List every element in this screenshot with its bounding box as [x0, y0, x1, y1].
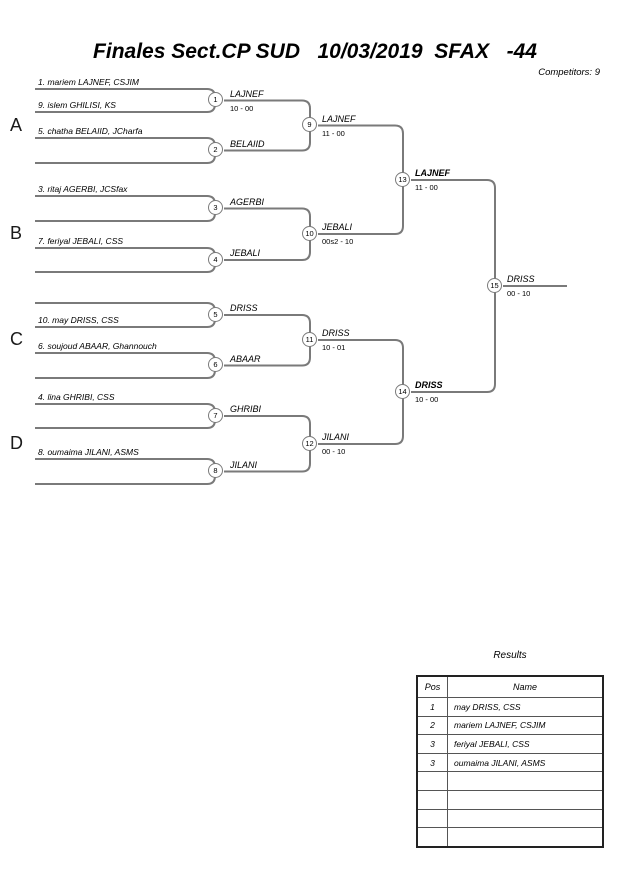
competitor-entry: 7. feriyal JEBALI, CSS	[38, 236, 124, 246]
result-name: mariem LAJNEF, CSJIM	[447, 715, 604, 736]
match-node: 13	[395, 172, 410, 187]
results-row	[416, 789, 604, 810]
match-winner: DRISS	[322, 328, 350, 338]
match-score: 10 - 00	[230, 104, 254, 113]
result-name: feriyal JEBALI, CSS	[447, 734, 604, 754]
match-node: 6	[208, 357, 223, 372]
competitor-entry: 8. oumaima JILANI, ASMS	[38, 447, 139, 457]
match-score: 00 - 10	[507, 289, 531, 298]
match-node: 12	[302, 436, 317, 451]
match-winner: DRISS	[415, 380, 443, 390]
match-node: 8	[208, 463, 223, 478]
champion-label: DRISS	[507, 274, 535, 284]
match-node: 4	[208, 252, 223, 267]
match-winner: JEBALI	[322, 222, 353, 232]
match-score: 11 - 00	[415, 183, 438, 192]
match-winner: JEBALI	[230, 248, 261, 258]
result-pos	[416, 789, 448, 810]
result-pos: 3	[416, 734, 448, 754]
results-row	[416, 808, 604, 829]
match-node: 3	[208, 200, 223, 215]
match-node: 1	[208, 92, 223, 107]
section-label-a: A	[10, 115, 23, 135]
match-winner: LAJNEF	[322, 114, 356, 124]
match-winner: JILANI	[230, 460, 258, 470]
result-name	[447, 827, 604, 848]
result-pos	[416, 808, 448, 829]
result-name	[447, 771, 604, 791]
match-winner: AGERBI	[230, 197, 265, 207]
results-row	[416, 827, 604, 848]
match-winner: BELAIID	[230, 139, 265, 149]
match-score: 00s2 - 10	[322, 237, 354, 246]
result-name	[447, 789, 604, 810]
section-label-c: C	[10, 329, 23, 349]
result-pos: 1	[416, 697, 448, 717]
result-pos: 2	[416, 715, 448, 736]
match-node: 10	[302, 226, 317, 241]
competitor-entry: 4. lina GHRIBI, CSS	[38, 392, 115, 402]
results-row	[416, 771, 604, 791]
result-name	[447, 808, 604, 829]
match-score: 00 - 10	[322, 447, 346, 456]
results-header-pos: Pos	[416, 675, 448, 698]
match-score: 10 - 01	[322, 343, 346, 352]
result-name: may DRISS, CSS	[447, 697, 604, 717]
match-winner: DRISS	[230, 303, 258, 313]
section-label-b: B	[10, 223, 23, 243]
match-winner: LAJNEF	[415, 168, 451, 178]
match-winner: ABAAR	[230, 354, 261, 364]
match-node: 15	[487, 278, 502, 293]
match-node: 14	[395, 384, 410, 399]
result-pos: 3	[416, 752, 448, 773]
match-winner: GHRIBI	[230, 404, 262, 414]
match-node: 5	[208, 307, 223, 322]
competitor-entry: 1. mariem LAJNEF, CSJIM	[38, 77, 139, 87]
match-score: 11 - 00	[322, 129, 345, 138]
competitor-entry: 5. chatha BELAIID, JCharfa	[38, 126, 143, 136]
match-node: 7	[208, 408, 223, 423]
competitor-entry: 3. ritaj AGERBI, JCSfax	[38, 184, 128, 194]
match-node: 2	[208, 142, 223, 157]
result-name: oumaima JILANI, ASMS	[447, 752, 604, 773]
match-score: 10 - 00	[415, 395, 439, 404]
results-header-row: Pos Name	[416, 675, 604, 698]
competitor-entry: 6. soujoud ABAAR, Ghannouch	[38, 341, 157, 351]
section-label-d: D	[10, 433, 23, 453]
match-winner: LAJNEF	[230, 89, 264, 99]
competitor-entry: 9. islem GHILISI, KS	[38, 100, 116, 110]
results-header-name: Name	[447, 675, 604, 698]
result-pos	[416, 771, 448, 791]
match-node: 9	[302, 117, 317, 132]
match-node: 11	[302, 332, 317, 347]
competitors-count: Competitors: 9	[538, 67, 600, 78]
competitor-entry: 10. may DRISS, CSS	[38, 315, 119, 325]
page-title: Finales Sect.CP SUD 10/03/2019 SFAX -44	[93, 40, 537, 63]
match-winner: JILANI	[322, 432, 350, 442]
results-caption: Results	[493, 650, 527, 661]
result-pos	[416, 827, 448, 848]
